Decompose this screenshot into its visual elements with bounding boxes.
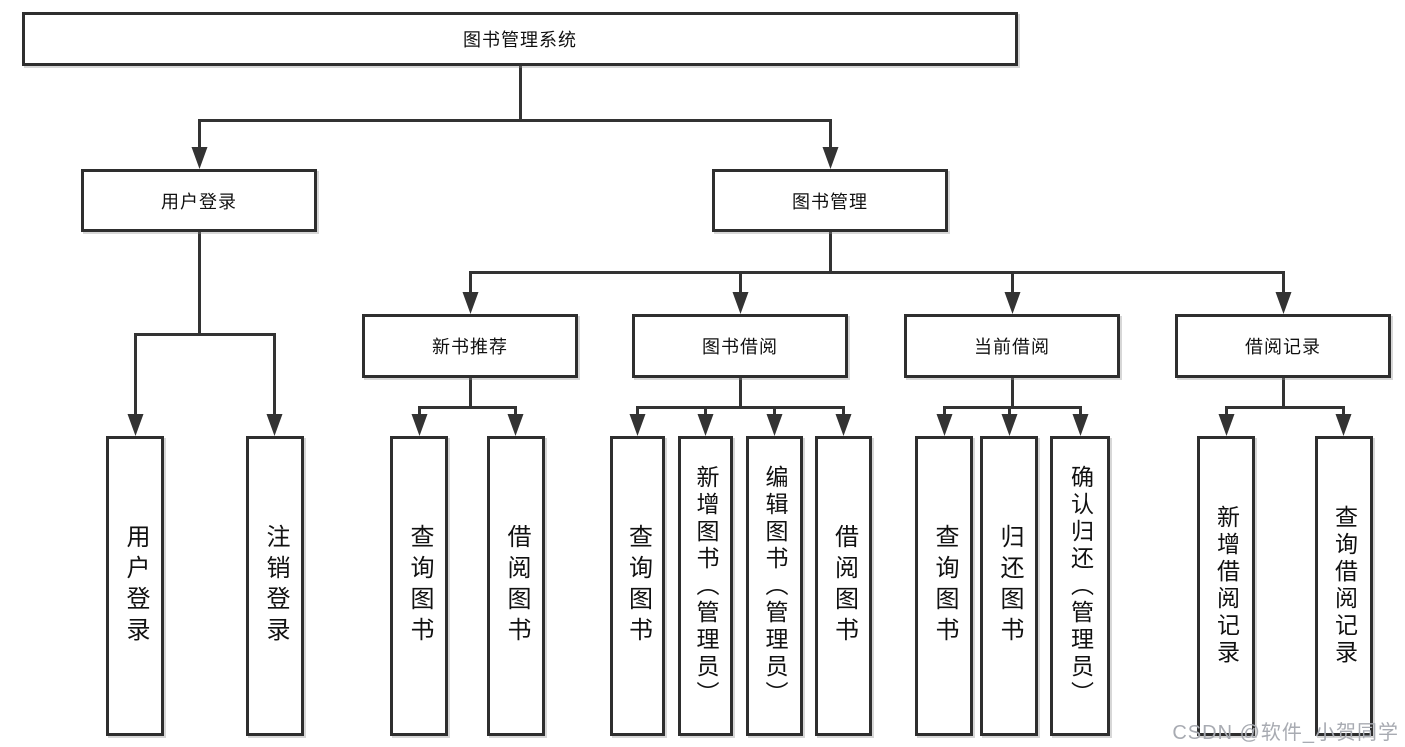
node-book-management: 图书管理: [712, 169, 948, 232]
leaf-user-login: 用户登录: [106, 436, 164, 736]
edge-bookborrow-to-leaves: [636, 378, 845, 417]
leaf-confirm-return-admin: 确认归还（管理员）: [1050, 436, 1110, 736]
arrow-down-icon: [1275, 292, 1292, 314]
arrow-down-icon: [1335, 414, 1352, 436]
leaf-edit-book-admin: 编辑图书（管理员）: [746, 436, 803, 736]
arrow-down-icon: [732, 292, 749, 314]
edge-bookmgmt-to-level3: [469, 232, 1285, 295]
node-root: 图书管理系统: [22, 12, 1018, 66]
leaf-label: 注销登录: [262, 524, 289, 648]
edge-userlogin-to-leaves: [134, 232, 276, 417]
csdn-watermark: CSDN @软件_小贺同学: [1172, 722, 1399, 744]
node-current-borrow: 当前借阅: [904, 314, 1120, 378]
leaf-query-books-current: 查询图书: [915, 436, 973, 736]
arrow-down-icon: [629, 414, 646, 436]
edge-root-to-level2: [198, 66, 832, 150]
leaf-add-borrow-record: 新增借阅记录: [1197, 436, 1255, 736]
arrow-down-icon: [462, 292, 479, 314]
leaf-label: 编辑图书（管理员）: [762, 464, 788, 708]
node-new-book-recommend: 新书推荐: [362, 314, 578, 378]
leaf-label: 查询借阅记录: [1331, 505, 1358, 667]
arrow-down-icon: [266, 414, 283, 436]
leaf-query-books-recommend: 查询图书: [390, 436, 448, 736]
arrow-down-icon: [1001, 414, 1018, 436]
leaf-label: 查询图书: [624, 524, 652, 648]
leaf-label: 查询图书: [406, 524, 433, 648]
leaf-logout: 注销登录: [246, 436, 304, 736]
arrow-down-icon: [835, 414, 852, 436]
arrow-down-icon: [191, 147, 208, 169]
arrow-down-icon: [507, 414, 524, 436]
leaf-borrow-books-recommend: 借阅图书: [487, 436, 545, 736]
arrowheads: [127, 147, 1352, 436]
arrow-down-icon: [1072, 414, 1089, 436]
arrow-down-icon: [936, 414, 953, 436]
arrow-down-icon: [1004, 292, 1021, 314]
leaf-return-book: 归还图书: [980, 436, 1038, 736]
leaf-query-books-borrow: 查询图书: [610, 436, 665, 736]
leaf-label: 借阅图书: [503, 524, 530, 648]
arrow-down-icon: [766, 414, 783, 436]
leaf-label: 借阅图书: [830, 524, 858, 648]
leaf-label: 新增借阅记录: [1213, 505, 1240, 667]
leaf-label: 归还图书: [996, 524, 1023, 648]
node-book-borrow: 图书借阅: [632, 314, 848, 378]
node-user-login: 用户登录: [81, 169, 317, 232]
arrow-down-icon: [822, 147, 839, 169]
edge-currentborrow-to-leaves: [943, 378, 1082, 417]
node-borrow-records: 借阅记录: [1175, 314, 1391, 378]
leaf-label: 新增图书（管理员）: [693, 464, 719, 708]
arrow-down-icon: [127, 414, 144, 436]
arrow-down-icon: [697, 414, 714, 436]
leaf-label: 确认归还（管理员）: [1067, 464, 1094, 708]
leaf-label: 用户登录: [122, 524, 149, 648]
edge-newbook-to-leaves: [418, 378, 517, 417]
arrow-down-icon: [411, 414, 428, 436]
leaf-query-borrow-record: 查询借阅记录: [1315, 436, 1373, 736]
leaf-borrow-books: 借阅图书: [815, 436, 872, 736]
edge-borrowrecords-to-leaves: [1225, 378, 1345, 417]
leaf-add-book-admin: 新增图书（管理员）: [678, 436, 733, 736]
arrow-down-icon: [1218, 414, 1235, 436]
leaf-label: 查询图书: [931, 524, 958, 648]
